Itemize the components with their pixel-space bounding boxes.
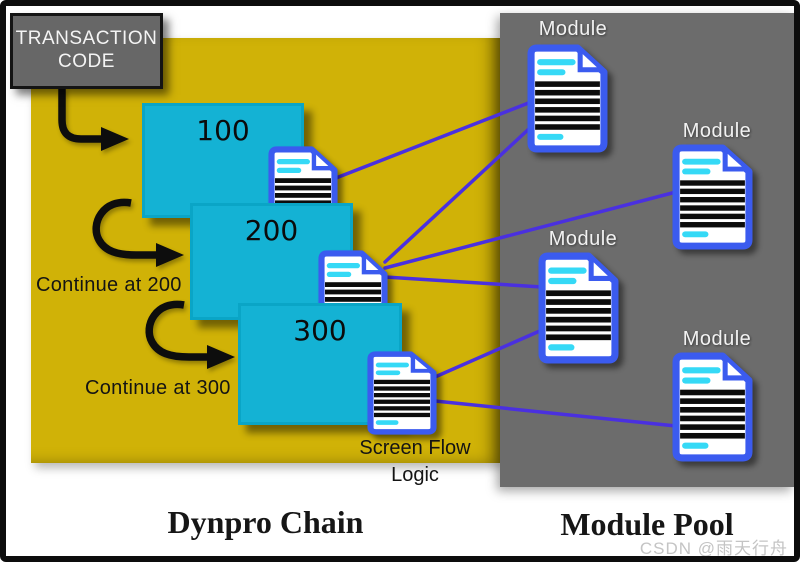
screen-flow-logic-label: Screen Flow Logic xyxy=(340,435,490,489)
screen-flow-document-icon xyxy=(367,351,437,435)
screen-flow-logic-line2: Logic xyxy=(391,464,439,486)
module-3-label: Module xyxy=(548,228,618,250)
screen-number: 300 xyxy=(293,314,347,347)
watermark: CSDN @雨天行舟 xyxy=(639,539,788,558)
module-pool-title: Module Pool xyxy=(560,506,734,542)
screen-number: 200 xyxy=(244,214,299,247)
screen-flow-logic-line1: Screen Flow xyxy=(359,437,471,459)
module-1-label: Module xyxy=(538,18,608,40)
module-document-icon xyxy=(538,252,619,364)
screen-number: 100 xyxy=(196,114,250,147)
transaction-code-line2: CODE xyxy=(58,51,115,72)
module-4-label: Module xyxy=(682,328,752,350)
module-document-icon xyxy=(672,352,753,462)
continue-at-300-label: Continue at 300 xyxy=(85,377,231,399)
module-2-label: Module xyxy=(682,120,752,142)
transaction-code-box: TRANSACTION CODE xyxy=(10,13,163,89)
dynpro-chain-title: Dynpro Chain xyxy=(167,504,364,540)
transaction-code-line1: TRANSACTION xyxy=(15,28,158,50)
continue-at-200-label: Continue at 200 xyxy=(36,274,182,296)
module-document-icon xyxy=(672,144,753,250)
module-document-icon xyxy=(527,44,608,153)
